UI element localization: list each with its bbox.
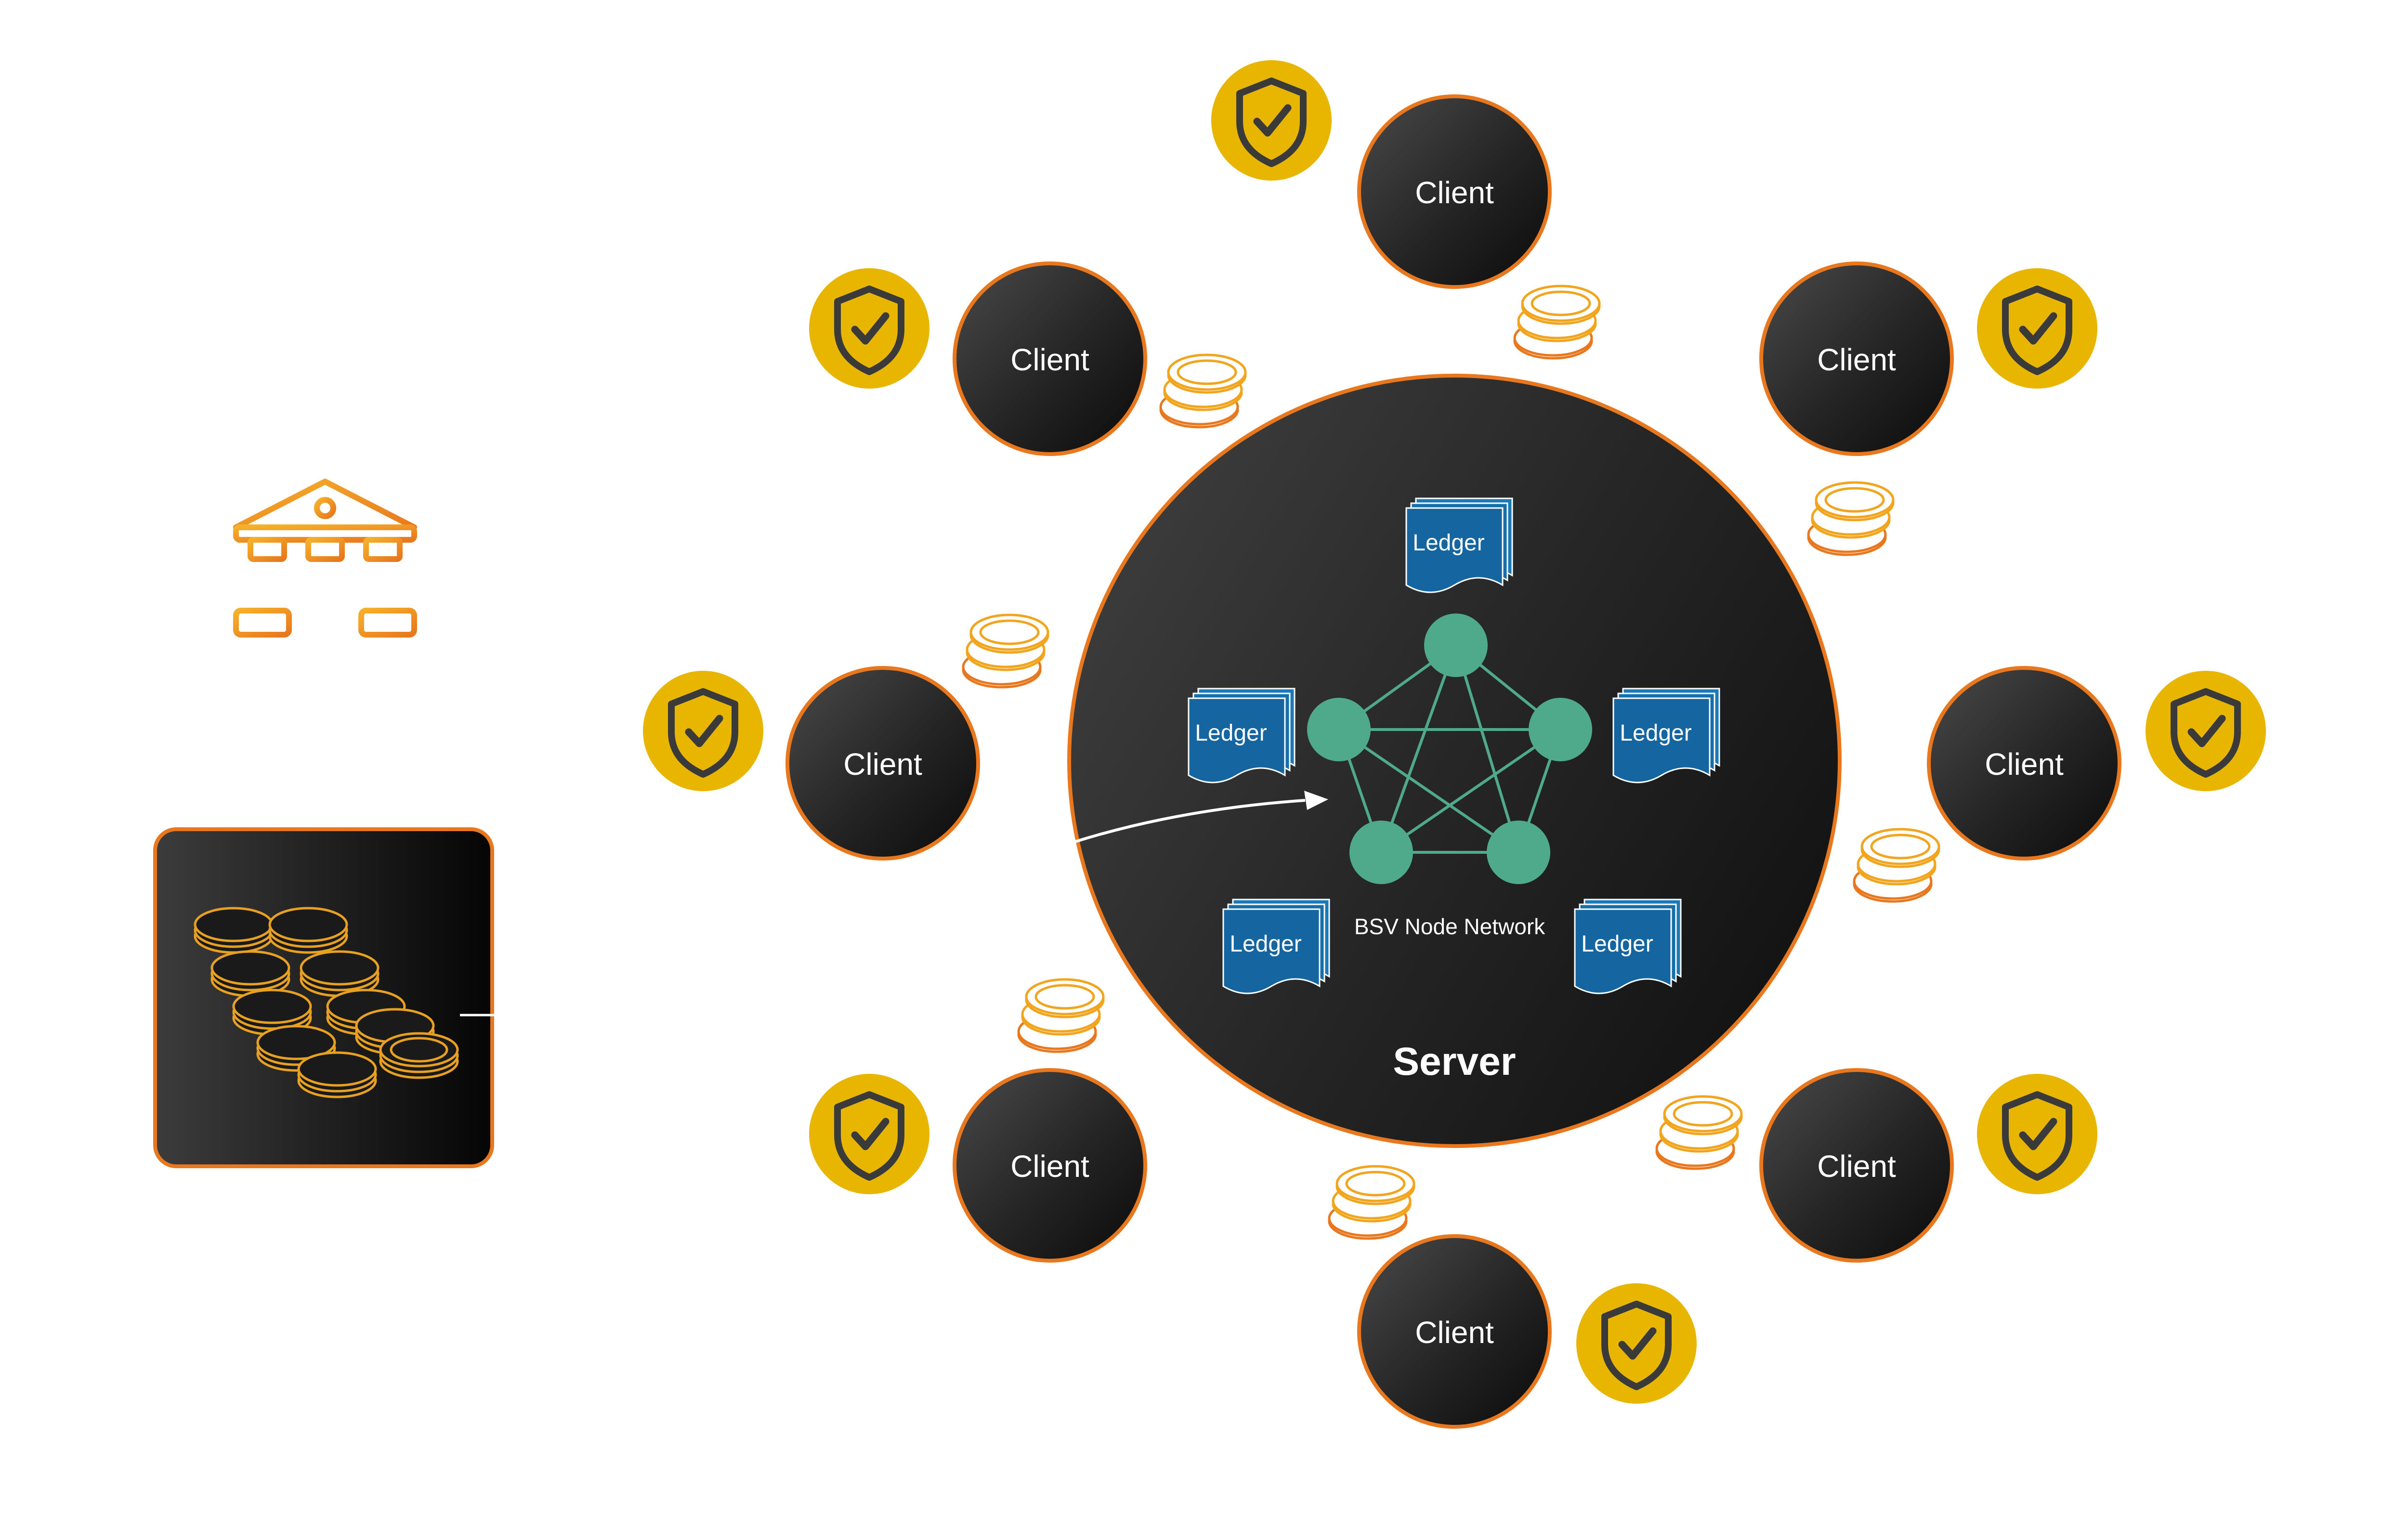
client-node[interactable]: Client [785, 666, 980, 861]
shield-check-icon [1977, 268, 2097, 389]
client-label: Client [1010, 342, 1089, 377]
coin-vault [153, 827, 497, 1168]
node [1307, 698, 1371, 761]
coin-stack-icon [1019, 979, 1103, 1052]
ledger-label: Ledger [1230, 931, 1301, 957]
client-node[interactable]: Client [1357, 1234, 1552, 1429]
server-circle [1067, 374, 1842, 1148]
arrow-head-icon [1304, 791, 1328, 810]
client-label: Client [1817, 342, 1896, 377]
coin-stack-icon [1329, 1166, 1414, 1239]
ledger-right: Ledger [1612, 688, 1720, 783]
shield-check-icon [2146, 671, 2266, 791]
coin-stack-icon [1808, 483, 1893, 555]
ledger-label: Ledger [1413, 530, 1484, 556]
coin-stack-icon [1161, 355, 1245, 427]
node [1424, 613, 1488, 677]
client-label: Client [1415, 175, 1494, 210]
coin-stack-icon [1515, 286, 1599, 358]
ledger-label: Ledger [1581, 931, 1653, 957]
shield-check-icon [1211, 60, 1332, 181]
ledger-bottom-right: Ledger [1574, 899, 1682, 994]
client-node[interactable]: Client [953, 1068, 1147, 1263]
client-label: Client [1817, 1149, 1896, 1184]
node [1349, 821, 1413, 884]
ledger-left: Ledger [1188, 688, 1296, 783]
bank-icon [233, 479, 417, 638]
ledger-bottom-left: Ledger [1222, 899, 1330, 994]
network-label: BSV Node Network [1354, 914, 1545, 939]
coin-stack-icon [194, 907, 459, 1098]
flow-arrow [1074, 799, 1306, 843]
client-node[interactable]: Client [953, 261, 1147, 456]
client-label: Client [1010, 1149, 1089, 1184]
shield-check-icon [1576, 1283, 1697, 1404]
ledger-label: Ledger [1195, 720, 1267, 746]
client-node[interactable]: Client [1759, 1068, 1954, 1263]
server-label: Server [1393, 1040, 1516, 1083]
client-node[interactable]: Client [1357, 94, 1552, 289]
node [1487, 821, 1550, 884]
shield-check-icon [1977, 1074, 2097, 1194]
client-label: Client [843, 747, 922, 782]
client-label: Client [1415, 1315, 1494, 1350]
client-label: Client [1985, 747, 2064, 782]
shield-check-icon [809, 268, 929, 389]
shield-check-icon [809, 1074, 929, 1194]
ledger-top: Ledger [1405, 497, 1513, 593]
client-node[interactable]: Client [1759, 261, 1954, 456]
node [1529, 698, 1592, 761]
ledger-label: Ledger [1620, 720, 1691, 746]
client-node[interactable]: Client [1927, 666, 2121, 861]
network-nodes [1307, 613, 1592, 884]
shield-check-icon [643, 671, 763, 791]
coin-stack-icon [1854, 829, 1939, 901]
coin-stack-icon [963, 615, 1048, 687]
coin-stack-icon [1657, 1096, 1741, 1169]
